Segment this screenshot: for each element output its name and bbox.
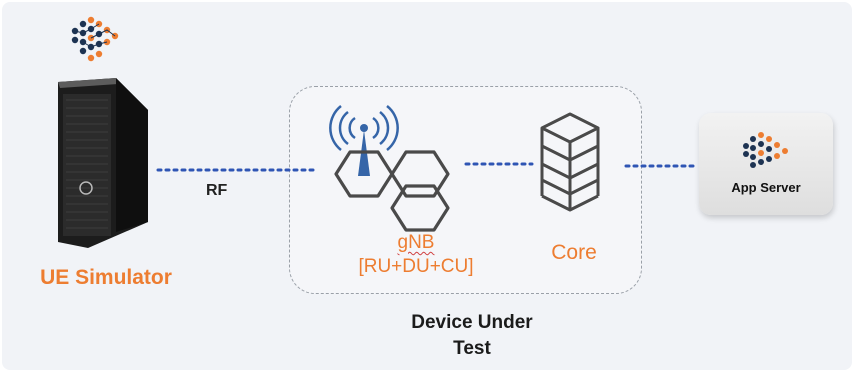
logo-icon [71,16,119,62]
gnb-label: gNB [397,232,435,253]
dut-label-line1: Device Under [411,312,533,333]
app-server-box [699,113,833,215]
hexagon-network-icon [334,150,450,232]
dut-label-line2: Test [453,338,491,359]
server-stack-icon [540,112,600,212]
app-server-logo-icon [743,132,788,168]
device-under-test-label: Device Under Test [360,310,584,362]
tower-pc-icon [58,78,148,248]
gnb-components-label: [RU+DU+CU] [358,256,474,277]
ue-simulator-label: UE Simulator [40,266,172,289]
app-server-label: App Server [731,180,801,195]
core-label: Core [551,241,597,264]
rf-label: RF [206,182,228,199]
